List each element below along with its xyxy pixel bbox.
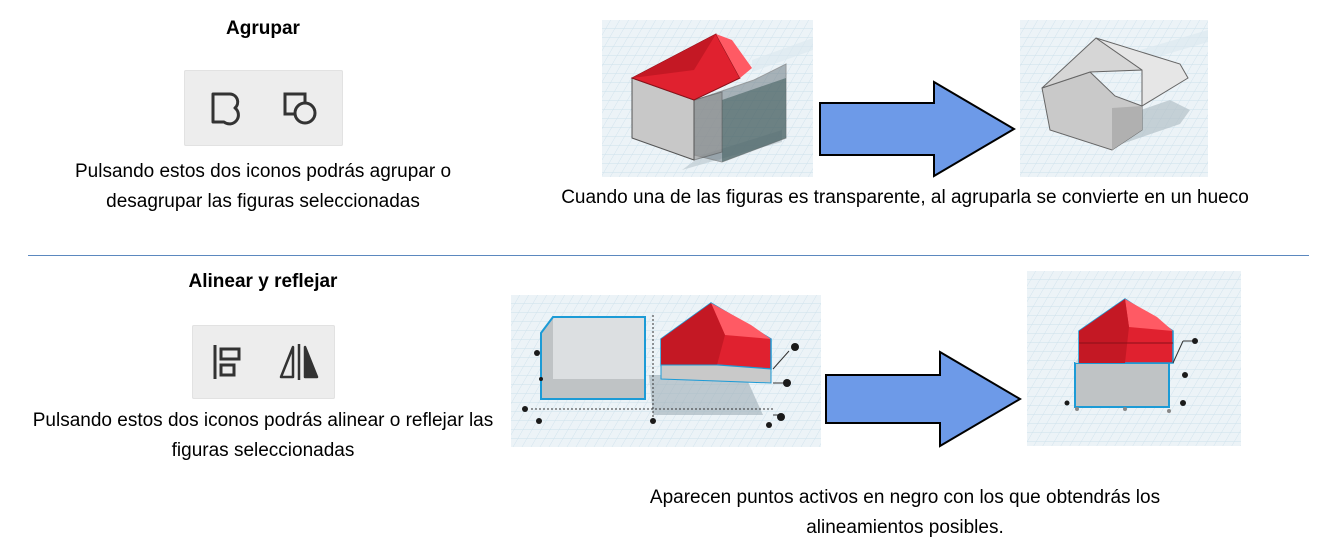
mirror-icon[interactable] <box>277 342 321 382</box>
align-icon[interactable] <box>209 342 249 382</box>
house-after-group-image <box>1020 20 1208 177</box>
group-icon[interactable] <box>206 89 246 129</box>
align-description: Pulsando estos dos iconos podrás alinear… <box>32 410 494 461</box>
align-caption: Aparecen puntos activos en negro con los… <box>649 487 1161 538</box>
align-toolbar <box>192 325 335 399</box>
ungroup-icon[interactable] <box>280 89 320 129</box>
group-description: Pulsando estos dos iconos podrás agrupar… <box>74 161 452 212</box>
arrow-right-icon <box>824 350 1024 448</box>
group-caption: Cuando una de las figuras es transparent… <box>561 187 1249 208</box>
align-before-image <box>511 295 821 447</box>
section-divider <box>28 255 1309 256</box>
house-before-group-image <box>602 20 813 177</box>
group-title: Agrupar <box>226 18 300 39</box>
arrow-right-icon <box>818 80 1018 178</box>
align-after-image <box>1027 271 1241 446</box>
align-title: Alinear y reflejar <box>188 271 338 292</box>
group-toolbar <box>184 70 343 146</box>
